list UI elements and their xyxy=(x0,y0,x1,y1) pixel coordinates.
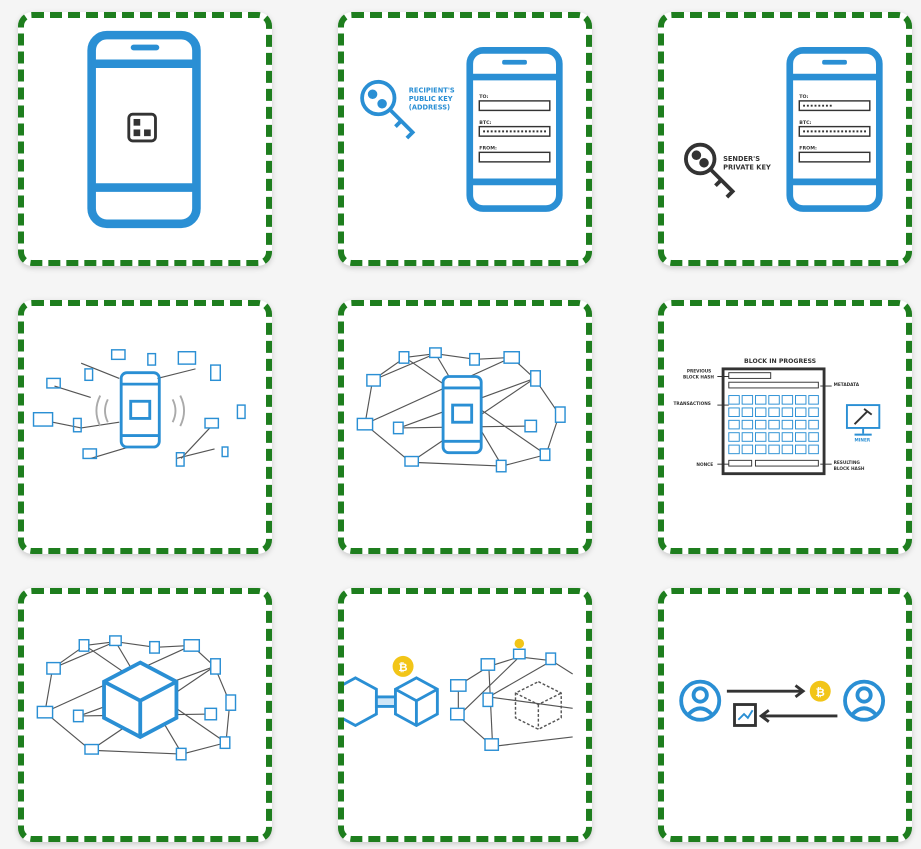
transaction-grid xyxy=(728,395,819,455)
qr-icon xyxy=(127,112,157,143)
phone-icon xyxy=(441,375,483,455)
metadata-label: METADATA xyxy=(834,382,860,388)
phone-wallet-illustration xyxy=(87,30,201,229)
key-icon xyxy=(360,79,416,140)
private-key-icon xyxy=(684,142,736,199)
to-field[interactable] xyxy=(798,100,871,112)
miner-computer-icon xyxy=(845,404,881,436)
transactions-label: TRANSACTIONS xyxy=(674,401,711,407)
chain-mining-illustration: ₿ xyxy=(344,638,573,751)
network-links xyxy=(457,656,573,748)
btc-field[interactable] xyxy=(478,125,551,137)
from-label: FROM: xyxy=(799,145,817,151)
small-coin-icon xyxy=(514,638,525,649)
prev-hash-label-1: PREVIOUS xyxy=(687,369,711,375)
card-exchange[interactable]: ₿ xyxy=(658,588,912,842)
svg-text:₿: ₿ xyxy=(815,685,824,699)
cube-icon xyxy=(102,660,179,740)
arrow-left-icon xyxy=(758,709,838,723)
chart-icon xyxy=(733,703,757,727)
card-block-network[interactable] xyxy=(18,588,272,842)
user-icon xyxy=(843,679,886,722)
prev-hash-label-2: BLOCK HASH xyxy=(683,374,714,380)
from-label: FROM: xyxy=(479,145,497,151)
sender-key-illustration: SENDER'S PRIVATE KEY TO: BTC: FROM: xyxy=(684,47,883,212)
bitcoin-icon: ₿ xyxy=(392,655,414,677)
phone-icon xyxy=(786,47,883,212)
key-label-1: RECIPIENT'S xyxy=(409,86,455,94)
card-phone-wallet[interactable] xyxy=(18,12,272,266)
recipient-key-illustration: RECIPIENT'S PUBLIC KEY (ADDRESS) TO: BTC… xyxy=(360,47,563,212)
svg-text:₿: ₿ xyxy=(398,660,407,674)
connected-network-illustration xyxy=(356,347,566,473)
phone-icon xyxy=(87,30,201,229)
arrow-right-icon xyxy=(726,684,806,699)
node-icon xyxy=(356,347,566,473)
to-label: TO: xyxy=(479,94,488,100)
from-field[interactable] xyxy=(478,151,551,163)
exchange-illustration: ₿ xyxy=(679,679,886,727)
nonce-label: NONCE xyxy=(696,462,713,468)
key-label-3: (ADDRESS) xyxy=(409,103,450,111)
card-recipient-key[interactable]: RECIPIENT'S PUBLIC KEY (ADDRESS) TO: BTC… xyxy=(338,12,592,266)
card-connected-network[interactable] xyxy=(338,300,592,554)
card-chain-mining[interactable]: ₿ xyxy=(338,588,592,842)
sender-key-label-1: SENDER'S xyxy=(723,155,760,163)
block-network-illustration xyxy=(36,635,237,761)
phone-icon xyxy=(466,47,563,212)
miner-label: MINER xyxy=(855,437,871,443)
node-icon xyxy=(449,648,557,751)
card-sender-key[interactable]: SENDER'S PRIVATE KEY TO: BTC: FROM: xyxy=(658,12,912,266)
resulting-hash-label-1: RESULTING xyxy=(834,460,861,466)
user-icon xyxy=(679,679,722,722)
pending-block-icon xyxy=(514,680,562,731)
btc-field[interactable] xyxy=(798,125,871,137)
node-icon xyxy=(32,349,246,467)
card-broadcast-network[interactable] xyxy=(18,300,272,554)
card-block-in-progress[interactable]: BLOCK IN PROGRESS PREVIOUS BLOCK HASH ME… xyxy=(658,300,912,554)
to-label: TO: xyxy=(799,94,808,100)
block-frame xyxy=(717,367,832,476)
to-field[interactable] xyxy=(478,100,551,112)
from-field[interactable] xyxy=(798,151,871,163)
btc-label: BTC: xyxy=(479,120,491,126)
bitcoin-icon: ₿ xyxy=(809,680,831,702)
node-icon xyxy=(36,635,237,761)
phone-icon xyxy=(95,371,186,449)
block-in-progress-illustration: BLOCK IN PROGRESS PREVIOUS BLOCK HASH ME… xyxy=(674,358,881,476)
broadcast-network-illustration xyxy=(32,349,246,467)
key-label-2: PUBLIC KEY xyxy=(409,95,453,103)
chain-icon xyxy=(344,676,439,728)
block-title: BLOCK IN PROGRESS xyxy=(744,358,816,365)
sender-key-label-2: PRIVATE KEY xyxy=(723,163,771,171)
network-links xyxy=(52,362,215,459)
resulting-hash-label-2: BLOCK HASH xyxy=(834,466,865,472)
btc-label: BTC: xyxy=(799,120,811,126)
